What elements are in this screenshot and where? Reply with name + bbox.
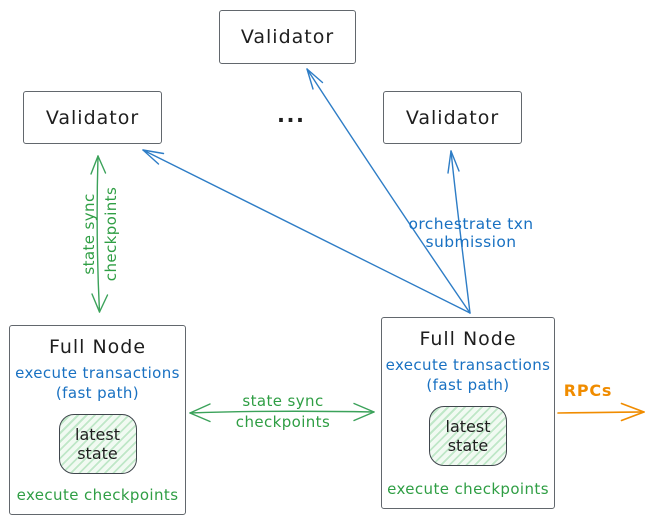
fast-path-label: (fast path)	[426, 376, 510, 394]
state-sync-horizontal-label: state sync checkpoints	[198, 391, 368, 433]
validator-right-box: Validator	[383, 91, 522, 144]
label-line-2: checkpoints	[102, 186, 120, 282]
label-line-1: state sync	[80, 193, 98, 275]
validator-right-label: Validator	[405, 106, 500, 129]
latest-state-label: latest state	[445, 417, 491, 455]
full-node-left-box: Full Node execute transactions (fast pat…	[9, 325, 186, 515]
arrow-shaft	[557, 411, 645, 414]
latest-state-box: latest state	[429, 406, 507, 466]
validator-top-label: Validator	[240, 26, 335, 48]
validator-left-box: Validator	[23, 91, 162, 144]
fast-path-label: (fast path)	[55, 384, 140, 402]
state-sync-vertical-label: state sync checkpoints	[78, 149, 122, 319]
orchestrate-txn-submission-label: orchestrate txn submission	[408, 215, 534, 251]
arrowhead-right	[620, 402, 645, 422]
rpcs-arrow	[557, 402, 645, 422]
rpcs-label: RPCs	[563, 381, 613, 400]
execute-checkpoints-label: execute checkpoints	[16, 486, 179, 504]
arrow-to-validator-right-head	[447, 150, 460, 174]
label-line-1: state sync	[242, 392, 324, 410]
execute-transactions-label: execute transactions	[385, 356, 551, 374]
execute-transactions-label: execute transactions	[15, 364, 180, 382]
arrow-to-validator-left-head	[142, 149, 165, 165]
label-line-2: checkpoints	[235, 413, 331, 431]
arrow-to-validator-top-head	[306, 68, 324, 90]
full-node-title: Full Node	[48, 336, 147, 358]
latest-state-label: latest state	[75, 425, 120, 463]
validators-ellipsis: ...	[277, 103, 306, 127]
validator-left-label: Validator	[45, 106, 140, 129]
latest-state-box: latest state	[58, 414, 137, 474]
full-node-title: Full Node	[419, 328, 517, 350]
full-node-right-box: Full Node execute transactions (fast pat…	[381, 317, 555, 509]
execute-checkpoints-label: execute checkpoints	[387, 480, 549, 498]
validator-top-box: Validator	[219, 10, 356, 64]
